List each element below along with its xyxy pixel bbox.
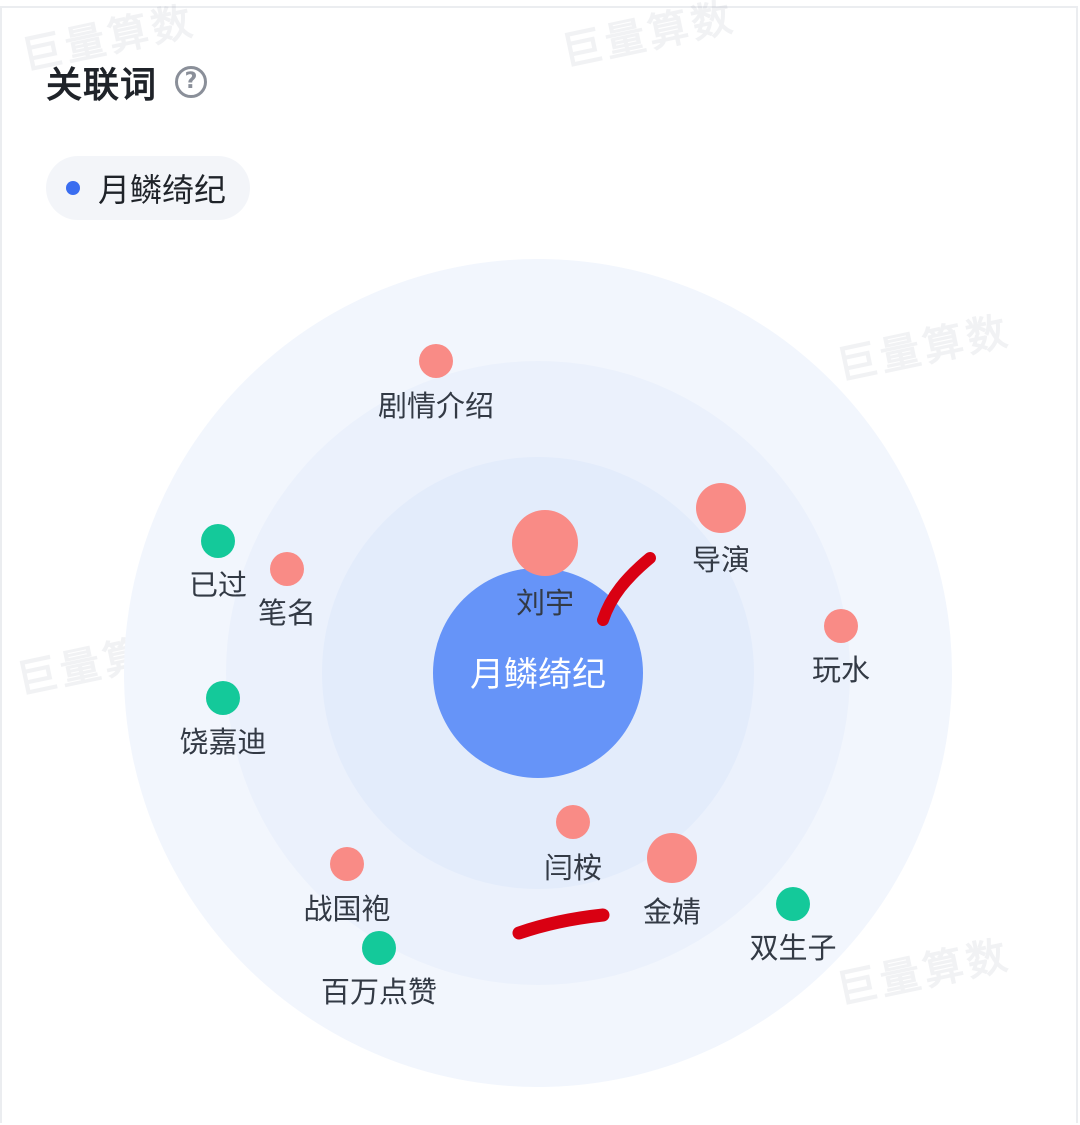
related-node-dot[interactable] [201,524,235,558]
related-node[interactable]: 闫桉 [544,805,602,885]
related-node-dot[interactable] [647,833,697,883]
related-node[interactable]: 刘宇 [512,510,578,620]
related-node[interactable]: 百万点赞 [321,931,437,1009]
card-frame [0,6,1078,1123]
related-node-label: 百万点赞 [321,975,437,1009]
related-node-dot[interactable] [824,609,858,643]
related-node-dot[interactable] [776,887,810,921]
help-icon[interactable]: ? [175,66,208,98]
related-node[interactable]: 金婧 [643,833,701,929]
related-node[interactable]: 导演 [692,483,750,577]
related-node-label: 双生子 [749,931,836,965]
related-node[interactable]: 笔名 [258,552,316,630]
section-title: 关联词 [46,65,158,106]
related-node-label: 导演 [692,543,750,577]
related-node[interactable]: 双生子 [749,887,837,965]
annotation-strokes [512,552,656,940]
related-node-label: 玩水 [812,653,870,687]
related-node[interactable]: 战国袍 [303,847,391,926]
related-node-label: 笔名 [258,596,316,630]
center-circle[interactable] [433,568,643,778]
related-node[interactable]: 玩水 [812,609,870,687]
related-node-dot[interactable] [330,847,364,881]
related-node[interactable]: 饶嘉迪 [179,681,267,759]
related-node-label: 剧情介绍 [378,389,494,423]
related-node-dot[interactable] [270,552,304,586]
related-node-label: 刘宇 [516,586,574,620]
related-node-label: 闫桉 [544,851,602,885]
center-node[interactable]: 月鳞绮纪 [433,568,643,778]
related-node-dot[interactable] [419,344,453,378]
section-header: 关联词 ? [46,56,208,108]
annotation-stroke [597,552,656,626]
related-node-dot[interactable] [696,483,746,533]
legend-item-keyword[interactable]: 月鳞绮纪 [46,156,251,220]
legend-dot-icon [66,181,80,195]
legend-label: 月鳞绮纪 [98,171,227,209]
related-node-dot[interactable] [206,681,240,715]
center-node-label: 月鳞绮纪 [470,655,606,695]
annotation-stroke [512,908,610,940]
related-node-label: 战国袍 [303,892,390,926]
related-node-label: 已过 [189,568,247,602]
related-node-dot[interactable] [512,510,578,576]
related-node-label: 饶嘉迪 [179,725,266,759]
related-node-dot[interactable] [556,805,590,839]
related-node[interactable]: 已过 [189,524,247,602]
related-node-label: 金婧 [643,895,701,929]
related-node[interactable]: 剧情介绍 [378,344,494,423]
related-node-dot[interactable] [362,931,396,965]
